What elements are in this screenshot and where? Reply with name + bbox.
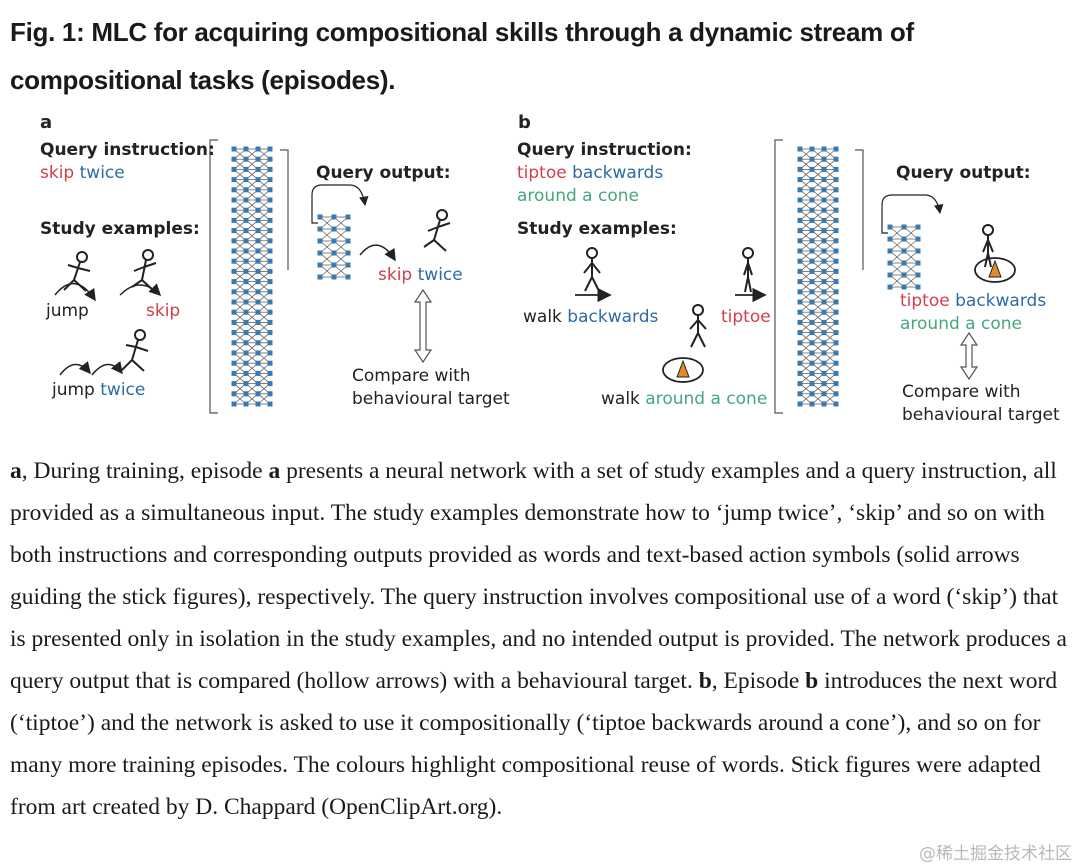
panel-a-compare-line1: Compare with: [352, 366, 471, 386]
cone-icon: [676, 359, 690, 378]
diagram-canvas: [54, 139, 1016, 414]
neural-net-a: [231, 146, 273, 407]
panel-b-query-line2: around a cone: [517, 186, 639, 206]
caption-panel-b-letter: b: [698, 668, 712, 694]
stick-figure-output-a: [423, 209, 451, 252]
caption-panel-a-letter: a: [10, 458, 22, 484]
stick-figure-jump: [63, 251, 91, 292]
jump-twice-arc2: [91, 361, 123, 376]
stick-figure-walk-around: [689, 304, 707, 348]
watermark: @稀土掘金技术社区: [919, 844, 1072, 864]
word-tiptoe: tiptoe: [517, 163, 567, 183]
output-around-circle: [974, 257, 1016, 283]
panel-b-study-heading: Study examples:: [517, 219, 677, 239]
panel-b-query-line1: tiptoe backwards: [517, 163, 663, 183]
bracket-a-left: [209, 139, 218, 414]
caption-text-2: presents a neural network with a set of …: [10, 458, 1067, 694]
panel-b-output-heading: Query output:: [896, 163, 1031, 183]
stick-figure-output-b: [982, 224, 994, 268]
panel-a-study-heading: Study examples:: [40, 219, 200, 239]
word-walk: walk: [523, 307, 562, 327]
caption-text-4: introduces the next word (‘tiptoe’) and …: [10, 668, 1058, 820]
figure-diagram: a Query instruction: skip twice Study ex…: [0, 105, 1080, 435]
panel-a-letter: a: [40, 112, 53, 133]
word-walk: walk: [601, 389, 640, 409]
panel-b-compare-line1: Compare with: [902, 382, 1021, 402]
bracket-b-right: [855, 149, 864, 270]
skip-arc: [119, 283, 162, 297]
panel-a-output-label: skip twice: [378, 265, 463, 285]
compare-arrow-b: [959, 331, 979, 381]
word-backwards: backwards: [572, 163, 664, 183]
panel-a-query-instruction: skip twice: [40, 163, 125, 183]
word-twice: twice: [100, 380, 146, 400]
out-arc-a1: [359, 244, 396, 262]
caption-episode-b-letter: b: [805, 668, 819, 694]
stick-figure-jump-twice: [121, 329, 149, 372]
panel-b-output-line2: around a cone: [900, 314, 1022, 334]
panel-b-compare-line2: behavioural target: [902, 405, 1060, 425]
figure-title: Fig. 1: MLC for acquiring compositional …: [10, 17, 914, 95]
panel-a-compare-line2: behavioural target: [352, 389, 510, 409]
example-walk-around-label: walk around a cone: [601, 389, 767, 409]
example-walk-backwards-label: walk backwards: [523, 307, 658, 327]
example-skip-label: skip: [146, 301, 181, 321]
word-skip: skip: [40, 163, 75, 183]
example-jump-twice-label: jump twice: [52, 380, 145, 400]
word-jump: jump: [52, 380, 95, 400]
caption-text-3: , Episode: [711, 668, 806, 694]
panel-b-letter: b: [518, 112, 531, 133]
word-skip: skip: [378, 265, 413, 285]
jump-twice-arc1: [59, 361, 91, 376]
word-twice: twice: [79, 163, 125, 183]
cone-icon-output: [988, 259, 1002, 278]
jump-arc: [54, 283, 96, 302]
figure-caption: a, During training, episode a presents a…: [10, 450, 1074, 828]
panel-b-output-line1: tiptoe backwards: [900, 291, 1046, 311]
stick-figure-skip: [131, 249, 157, 292]
neural-net-output-b: [887, 224, 921, 290]
bracket-b-left: [774, 139, 783, 414]
word-tiptoe: tiptoe: [900, 291, 950, 311]
bracket-out-a: [311, 184, 369, 224]
bracket-out-b: [881, 194, 944, 234]
word-twice: twice: [417, 265, 463, 285]
compare-arrow-a: [413, 288, 433, 364]
stick-figure-tiptoe: [742, 247, 754, 293]
walk-around-circle: [662, 357, 704, 383]
caption-episode-a-letter: a: [268, 458, 281, 484]
neural-net-output-a: [317, 214, 351, 280]
word-backwards: backwards: [955, 291, 1047, 311]
panel-b-query-heading: Query instruction:: [517, 140, 692, 160]
stick-figure-walk: [583, 247, 601, 292]
word-backwards: backwards: [567, 307, 659, 327]
caption-text-1: , During training, episode: [21, 458, 269, 484]
word-around-a-cone: around a cone: [645, 389, 768, 409]
neural-net-b: [797, 146, 839, 407]
bracket-a-right: [280, 149, 289, 270]
example-jump-label: jump: [46, 301, 89, 321]
panel-a-output-heading: Query output:: [316, 163, 451, 183]
panel-a-query-heading: Query instruction:: [40, 140, 215, 160]
example-tiptoe-label: tiptoe: [721, 307, 771, 327]
